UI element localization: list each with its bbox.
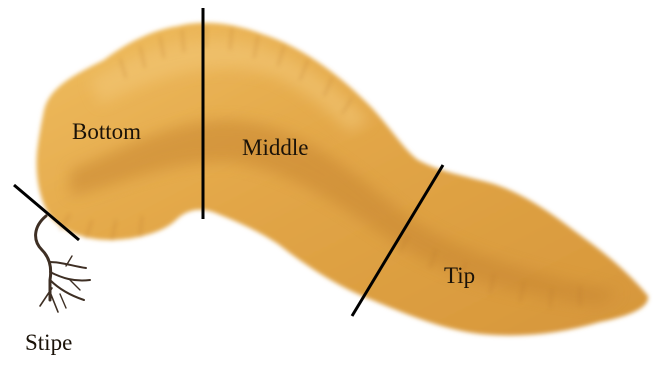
label-middle: Middle xyxy=(242,136,308,159)
label-stipe: Stipe xyxy=(25,331,72,354)
label-bottom: Bottom xyxy=(72,120,141,143)
label-tip: Tip xyxy=(444,264,475,287)
frond-body xyxy=(37,23,649,336)
